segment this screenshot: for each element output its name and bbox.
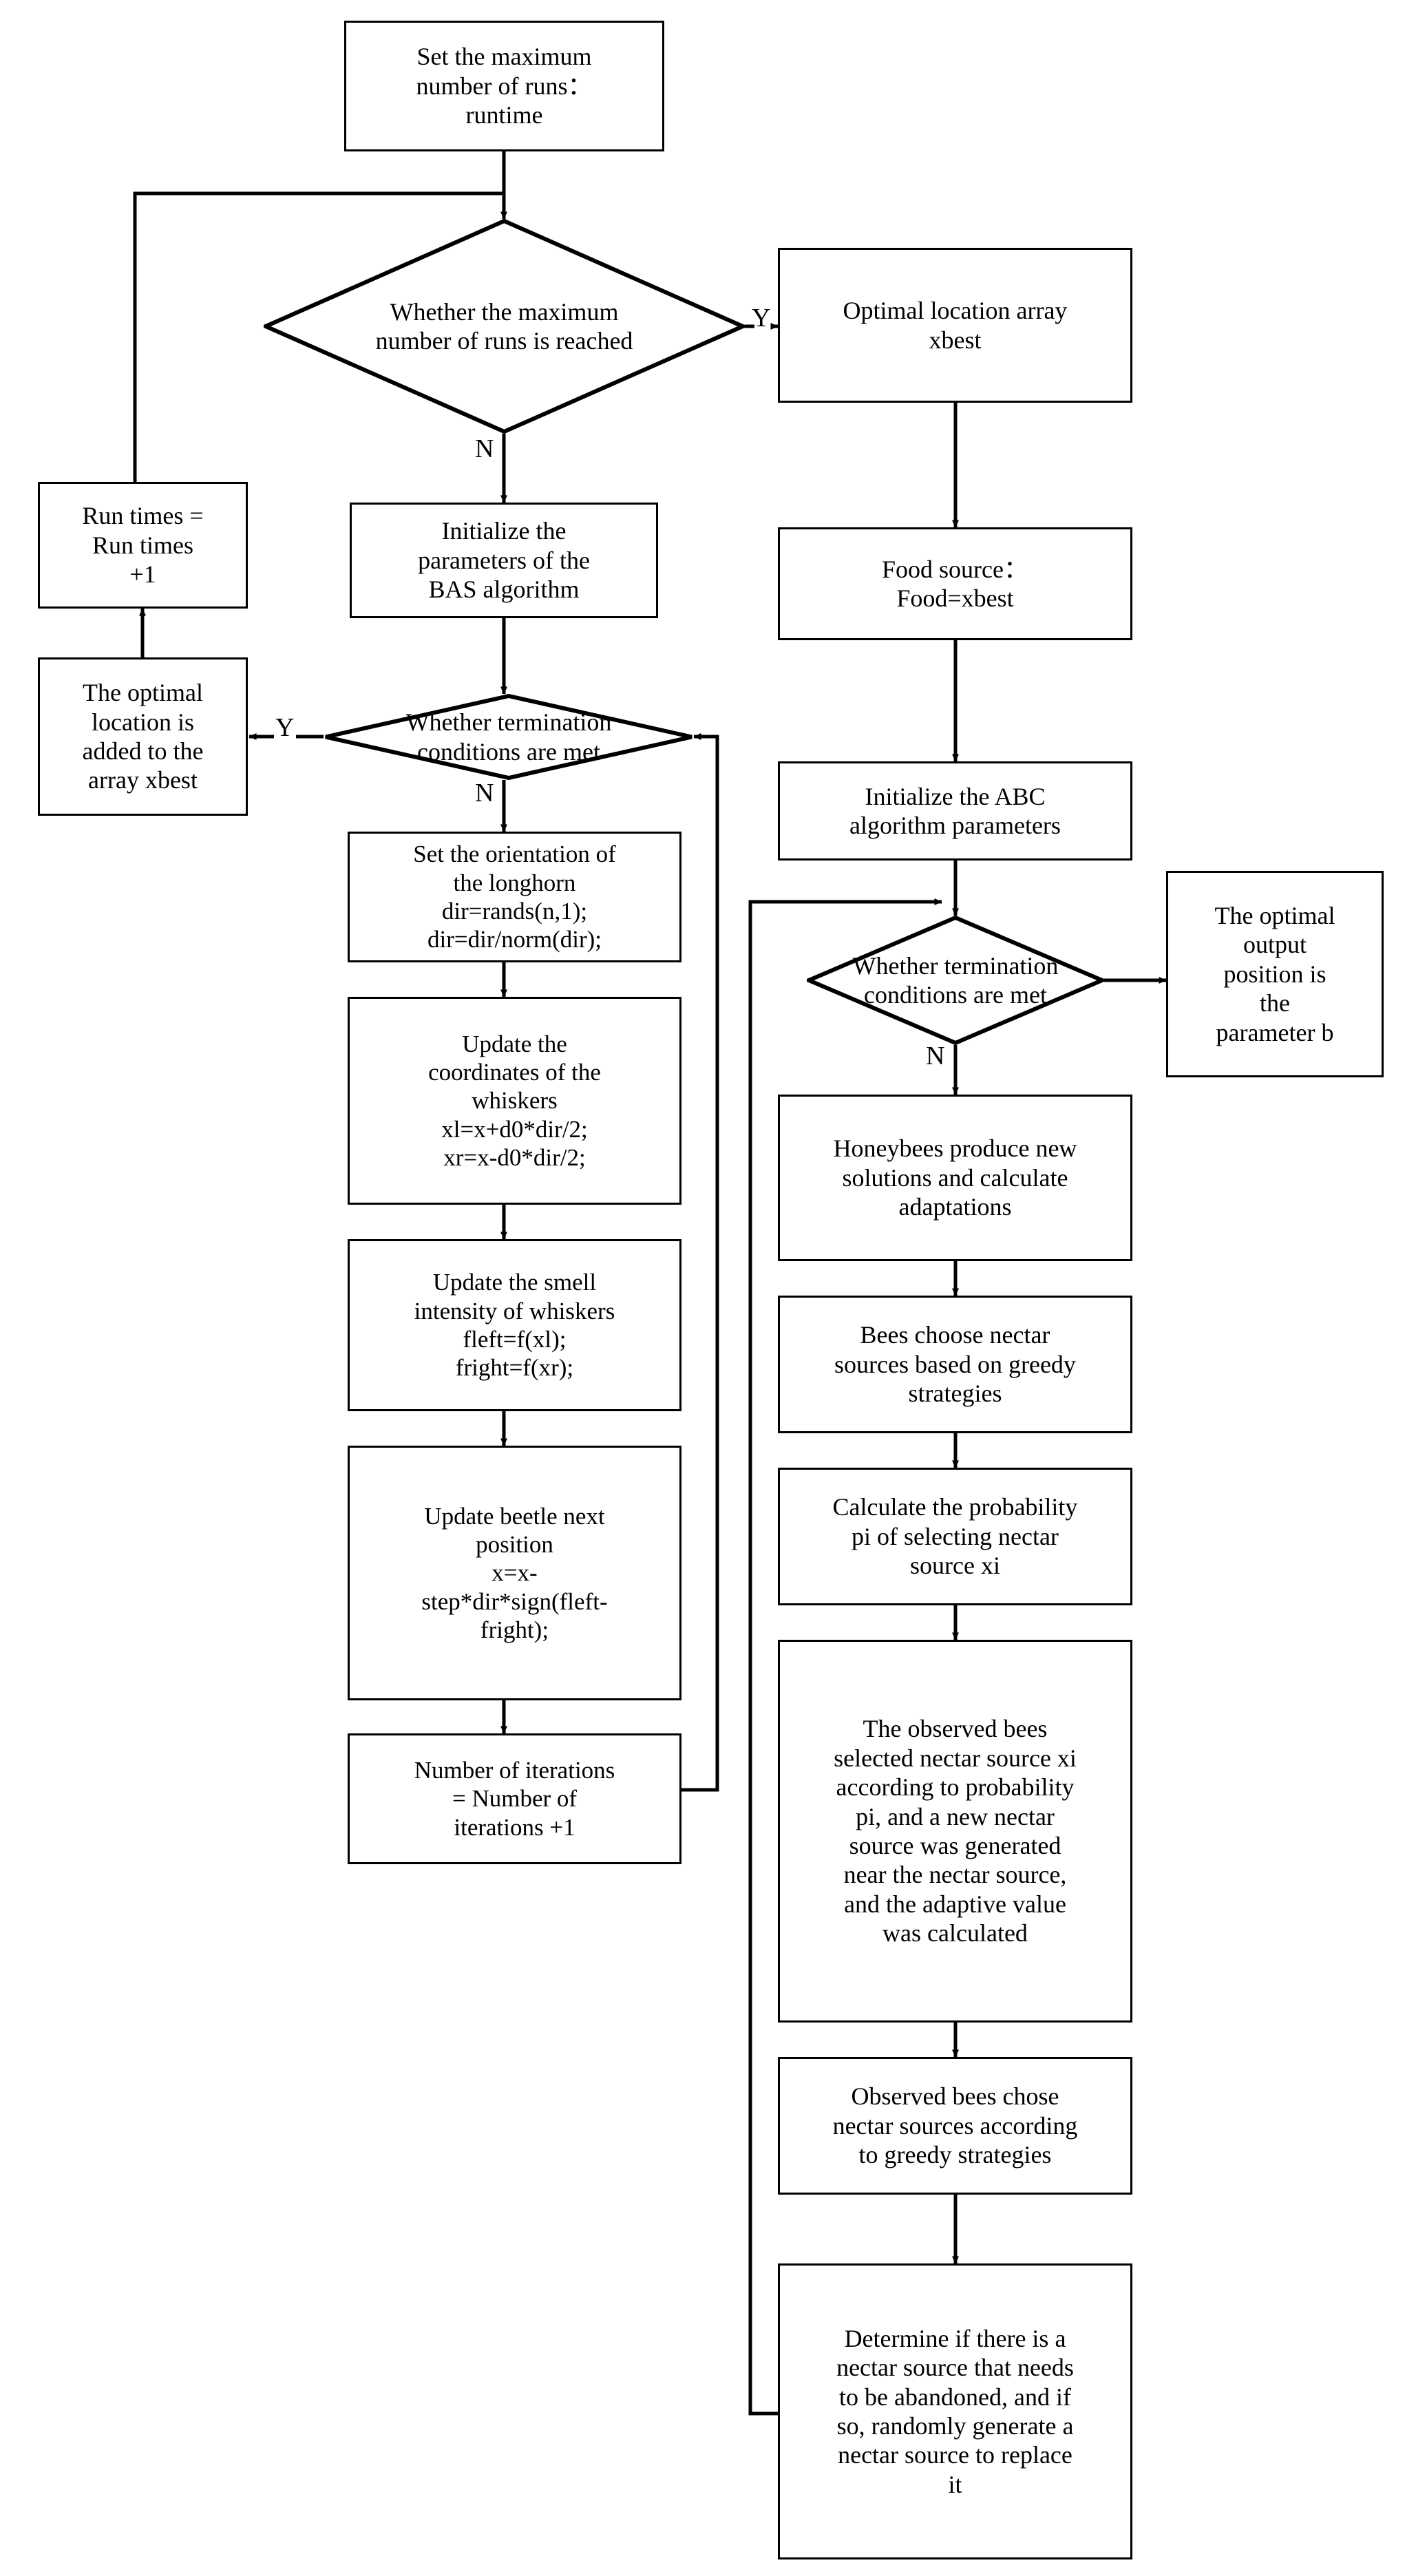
edge-label-bas-term-no: N [475,779,494,807]
node-determine-abandon: Determine if there is a nectar source th… [778,2263,1132,2559]
node-update-beetle-position: Update beetle next position x=x- step*di… [348,1446,681,1700]
node-observed-bees-select: The observed bees selected nectar source… [778,1640,1132,2023]
node-label: Whether termination conditions are met [405,708,612,766]
node-optimal-output-position: The optimal output position is the param… [1166,871,1384,1077]
node-iteration-increment: Number of iterations = Number of iterati… [348,1733,681,1864]
node-init-abc-params: Initialize the ABC algorithm parameters [778,761,1132,861]
node-label: Whether termination conditions are met [852,951,1059,1009]
edge-label-bas-term-yes: Y [275,713,295,742]
node-bas-termination: Whether termination conditions are met [324,694,694,780]
node-bees-choose-nectar: Bees choose nectar sources based on gree… [778,1296,1132,1433]
node-observed-bees-greedy: Observed bees chose nectar sources accor… [778,2057,1132,2195]
edge-label-abc-term-no: N [926,1042,945,1070]
node-food-source: Food source： Food=xbest [778,527,1132,640]
node-update-whisker-coords: Update the coordinates of the whiskers x… [348,997,681,1205]
edge-label-max-runs-yes: Y [752,304,771,332]
node-label: Whether the maximum number of runs is re… [375,297,633,355]
node-abc-termination: Whether termination conditions are met [807,916,1104,1045]
edge-label-max-runs-no: N [475,434,494,463]
diamond-shape [325,694,693,780]
node-init-bas-params: Initialize the parameters of the BAS alg… [350,503,658,618]
node-calculate-probability: Calculate the probability pi of selectin… [778,1468,1132,1605]
node-check-max-runs: Whether the maximum number of runs is re… [264,219,745,434]
node-run-times-increment: Run times = Run times +1 [38,482,248,609]
node-honeybees-new-solutions: Honeybees produce new solutions and calc… [778,1095,1132,1261]
node-set-orientation: Set the orientation of the longhorn dir=… [348,832,681,962]
node-optimal-added-to-xbest: The optimal location is added to the arr… [38,657,248,816]
node-update-smell-intensity: Update the smell intensity of whiskers f… [348,1239,681,1411]
node-optimal-location-array: Optimal location array xbest [778,248,1132,403]
node-set-max-runs: Set the maximum number of runs： runtime [344,21,664,151]
